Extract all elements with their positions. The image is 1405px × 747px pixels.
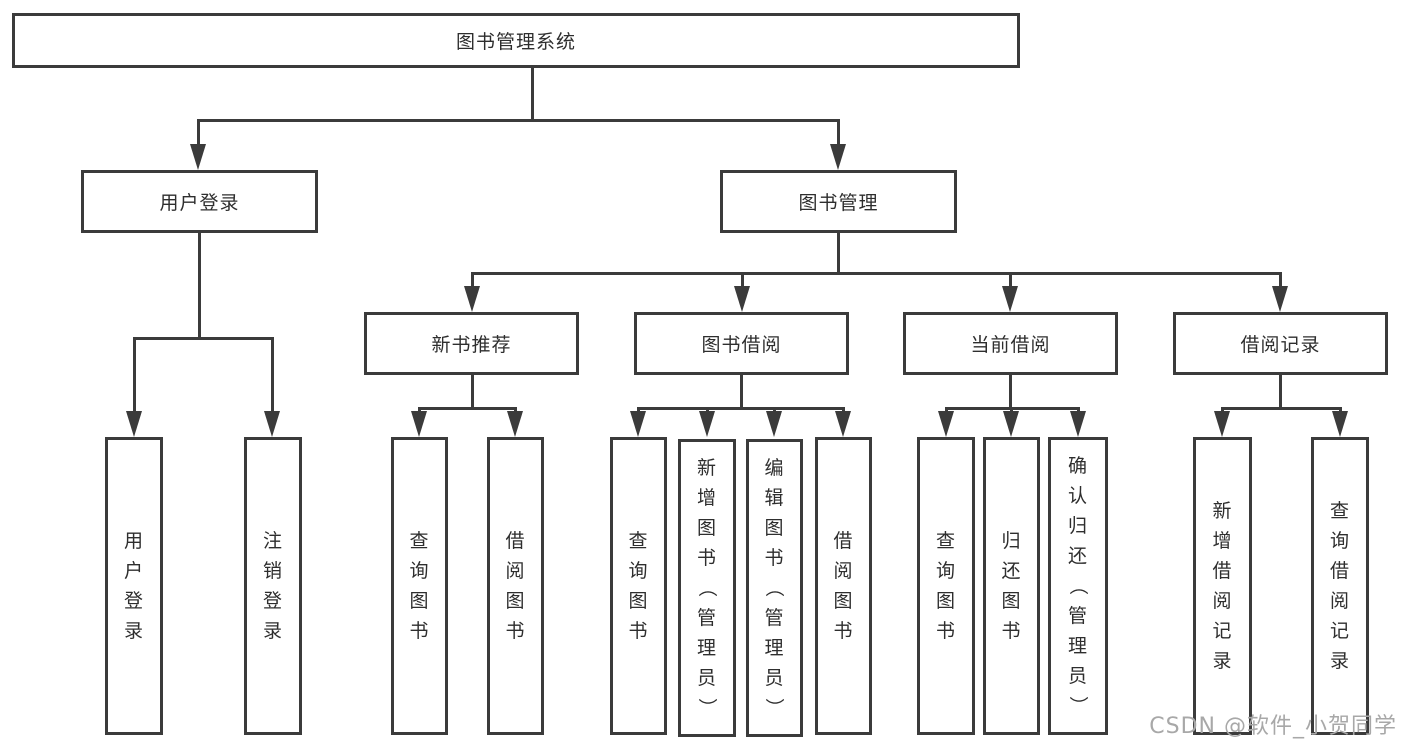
connector-group4-span [1221, 407, 1342, 410]
leaf-query-book-current: 查询图书 [917, 437, 975, 735]
arrow-down-icon [766, 411, 782, 437]
connector-login-stem [198, 233, 201, 337]
connector-group3-stem [1009, 375, 1012, 407]
connector-root-span [197, 119, 840, 122]
leaf-add-borrow-record: 新增借阅记录 [1193, 437, 1252, 735]
connector-root-drop-management [837, 119, 840, 147]
node-new-book-recommend-label: 新书推荐 [431, 334, 512, 356]
arrow-down-icon [411, 411, 427, 437]
arrow-down-icon [464, 286, 480, 312]
connector-management-drop-2 [741, 272, 744, 288]
arrow-down-icon [830, 144, 846, 170]
connector-management-drop-4 [1279, 272, 1282, 288]
leaf-user-login: 用户登录 [105, 437, 163, 735]
connector-login-drop-2 [271, 337, 274, 414]
node-borrow-record-label: 借阅记录 [1240, 334, 1321, 356]
connector-login-span [133, 337, 274, 340]
node-current-borrow-label: 当前借阅 [970, 334, 1051, 356]
arrow-down-icon [699, 411, 715, 437]
connector-root-drop-login [197, 119, 200, 147]
arrow-down-icon [1002, 286, 1018, 312]
arrow-down-icon [190, 144, 206, 170]
leaf-edit-book-admin: 编辑图书（管理员） [746, 439, 803, 737]
arrow-down-icon [507, 411, 523, 437]
arrow-down-icon [734, 286, 750, 312]
node-book-management-label: 图书管理 [798, 192, 879, 214]
arrow-down-icon [938, 411, 954, 437]
node-book-borrow: 图书借阅 [634, 312, 849, 375]
node-borrow-record: 借阅记录 [1173, 312, 1388, 375]
arrow-down-icon [835, 411, 851, 437]
node-root-label: 图书管理系统 [455, 31, 576, 53]
leaf-return-book: 归还图书 [983, 437, 1040, 735]
arrow-down-icon [126, 411, 142, 437]
arrow-down-icon [1003, 411, 1019, 437]
leaf-query-book-borrow: 查询图书 [610, 437, 667, 735]
leaf-add-book-admin: 新增图书（管理员） [678, 439, 736, 737]
arrow-down-icon [1070, 411, 1086, 437]
node-book-borrow-label: 图书借阅 [701, 334, 782, 356]
connector-management-span [471, 272, 1282, 275]
leaf-query-book-recommend: 查询图书 [391, 437, 448, 735]
node-root: 图书管理系统 [12, 13, 1020, 68]
connector-group2-span [637, 407, 845, 410]
arrow-down-icon [630, 411, 646, 437]
node-user-login-label: 用户登录 [159, 192, 240, 214]
leaf-logout: 注销登录 [244, 437, 302, 735]
leaf-borrow-book-recommend: 借阅图书 [487, 437, 544, 735]
leaf-query-borrow-record: 查询借阅记录 [1311, 437, 1369, 735]
arrow-down-icon [1272, 286, 1288, 312]
node-current-borrow: 当前借阅 [903, 312, 1118, 375]
leaf-borrow-book: 借阅图书 [815, 437, 872, 735]
connector-group1-stem [471, 375, 474, 407]
arrow-down-icon [264, 411, 280, 437]
connector-management-stem [837, 233, 840, 272]
connector-management-drop-1 [471, 272, 474, 288]
connector-root-stem [531, 68, 534, 119]
watermark: CSDN @软件_小贺同学 [1149, 714, 1397, 739]
connector-group1-span [418, 407, 517, 410]
node-book-management: 图书管理 [720, 170, 957, 233]
node-new-book-recommend: 新书推荐 [364, 312, 579, 375]
connector-management-drop-3 [1009, 272, 1012, 288]
arrow-down-icon [1214, 411, 1230, 437]
leaf-confirm-return-admin: 确认归还（管理员） [1048, 437, 1108, 735]
node-user-login: 用户登录 [81, 170, 318, 233]
arrow-down-icon [1332, 411, 1348, 437]
connector-login-drop-1 [133, 337, 136, 414]
connector-group2-stem [740, 375, 743, 407]
connector-group4-stem [1279, 375, 1282, 407]
